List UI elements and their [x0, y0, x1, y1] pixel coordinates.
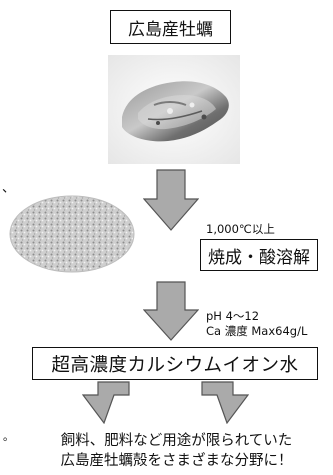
footer-line-2: 広島産牡蠣殻をさまざまな分野に！ — [60, 453, 293, 469]
oyster-title-label: 広島産牡蠣 — [128, 19, 213, 40]
oyster-shell-photo — [108, 55, 240, 164]
calcium-ion-water-box: 超高濃度カルシウムイオン水 — [32, 347, 318, 380]
down-arrow-icon — [143, 281, 199, 341]
calcined-powder-photo — [8, 193, 138, 275]
ph-note: pH 4〜12 — [206, 309, 260, 323]
calcination-dissolution-box: 焼成・酸溶解 — [200, 239, 318, 271]
left-margin-period: 。 — [3, 430, 14, 443]
temperature-note: 1,000℃以上 — [206, 222, 275, 236]
product-label: 超高濃度カルシウムイオン水 — [51, 354, 299, 376]
down-arrow-icon — [201, 381, 249, 424]
footer-line-1: 飼料、肥料など用途が限られていた — [60, 433, 293, 449]
down-arrow-icon — [143, 169, 199, 231]
ca-concentration-note: Ca 濃度 Max64g/L — [206, 324, 308, 338]
oyster-title-box: 広島産牡蠣 — [110, 10, 231, 44]
process-label: 焼成・酸溶解 — [208, 247, 310, 268]
down-arrow-icon — [82, 381, 130, 424]
left-margin-comma: 、 — [2, 181, 16, 196]
